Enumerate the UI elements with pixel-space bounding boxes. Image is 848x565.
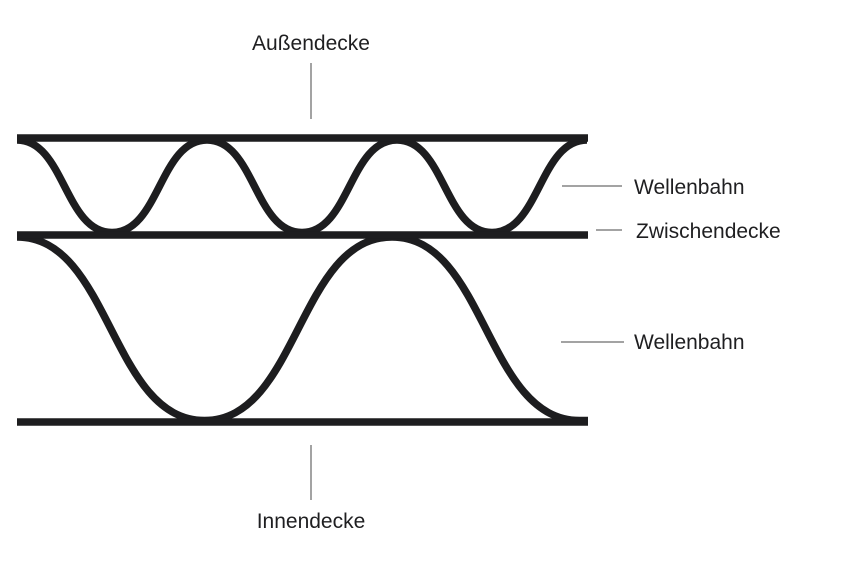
label-zwischendecke: Zwischendecke <box>636 220 781 243</box>
label-wellenbahn-bottom: Wellenbahn <box>634 331 745 354</box>
fine-flute-wave <box>16 136 588 237</box>
label-wellenbahn-top: Wellenbahn <box>634 176 745 199</box>
coarse-flute-wave <box>16 233 588 425</box>
label-ausendecke: Außendecke <box>252 32 370 55</box>
label-innendecke: Innendecke <box>256 510 366 533</box>
